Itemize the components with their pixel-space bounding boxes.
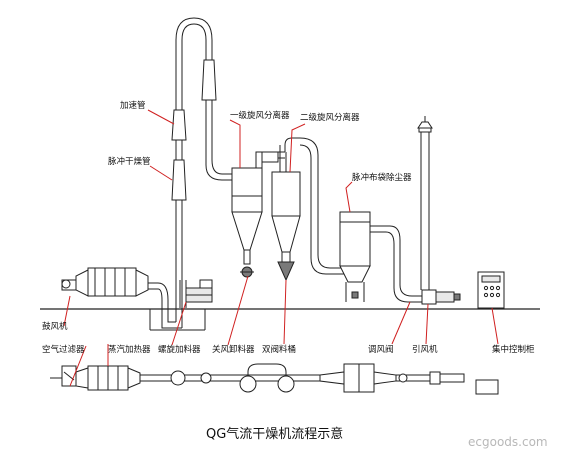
exhaust-stack [417, 116, 433, 290]
cyclone-1 [231, 151, 285, 278]
dust-collector [339, 211, 422, 303]
leader-lines [63, 109, 499, 387]
label-cyclone-1: 一级旋风分离器 [230, 110, 290, 121]
label-pulse-dust: 脉冲布袋除尘器 [352, 172, 412, 183]
plan-view [50, 363, 499, 395]
label-pulse-dry-pipe: 脉冲干燥管 [108, 156, 151, 167]
blower-unit [61, 267, 182, 329]
diagram-title: QG气流干燥机流程示意 [206, 426, 343, 442]
label-rotary-valve: 关风卸料器 [212, 344, 255, 355]
label-control-cabinet: 集中控制柜 [492, 344, 535, 355]
control-cabinet [477, 271, 505, 309]
label-damper: 调风阀 [368, 345, 394, 355]
label-steam-heater: 蒸汽加热器 [108, 344, 151, 355]
dryer-tubes [171, 17, 232, 328]
screw-feeder-unit [179, 279, 213, 308]
watermark: ecgoods.com [468, 435, 548, 449]
label-blower: 鼓风机 [42, 321, 68, 332]
label-screw-feeder: 螺旋加料器 [158, 344, 201, 355]
cyclone-2 [271, 137, 345, 282]
induced-fan-unit [421, 289, 461, 305]
label-accel-pipe: 加速管 [120, 100, 146, 111]
label-induced-fan: 引风机 [412, 344, 438, 355]
steam-heater-body [87, 267, 137, 297]
label-double-flap: 双阀料桶 [262, 344, 296, 355]
label-cyclone-2: 二级旋风分离器 [300, 112, 360, 123]
label-air-filter: 空气过滤器 [42, 344, 85, 355]
